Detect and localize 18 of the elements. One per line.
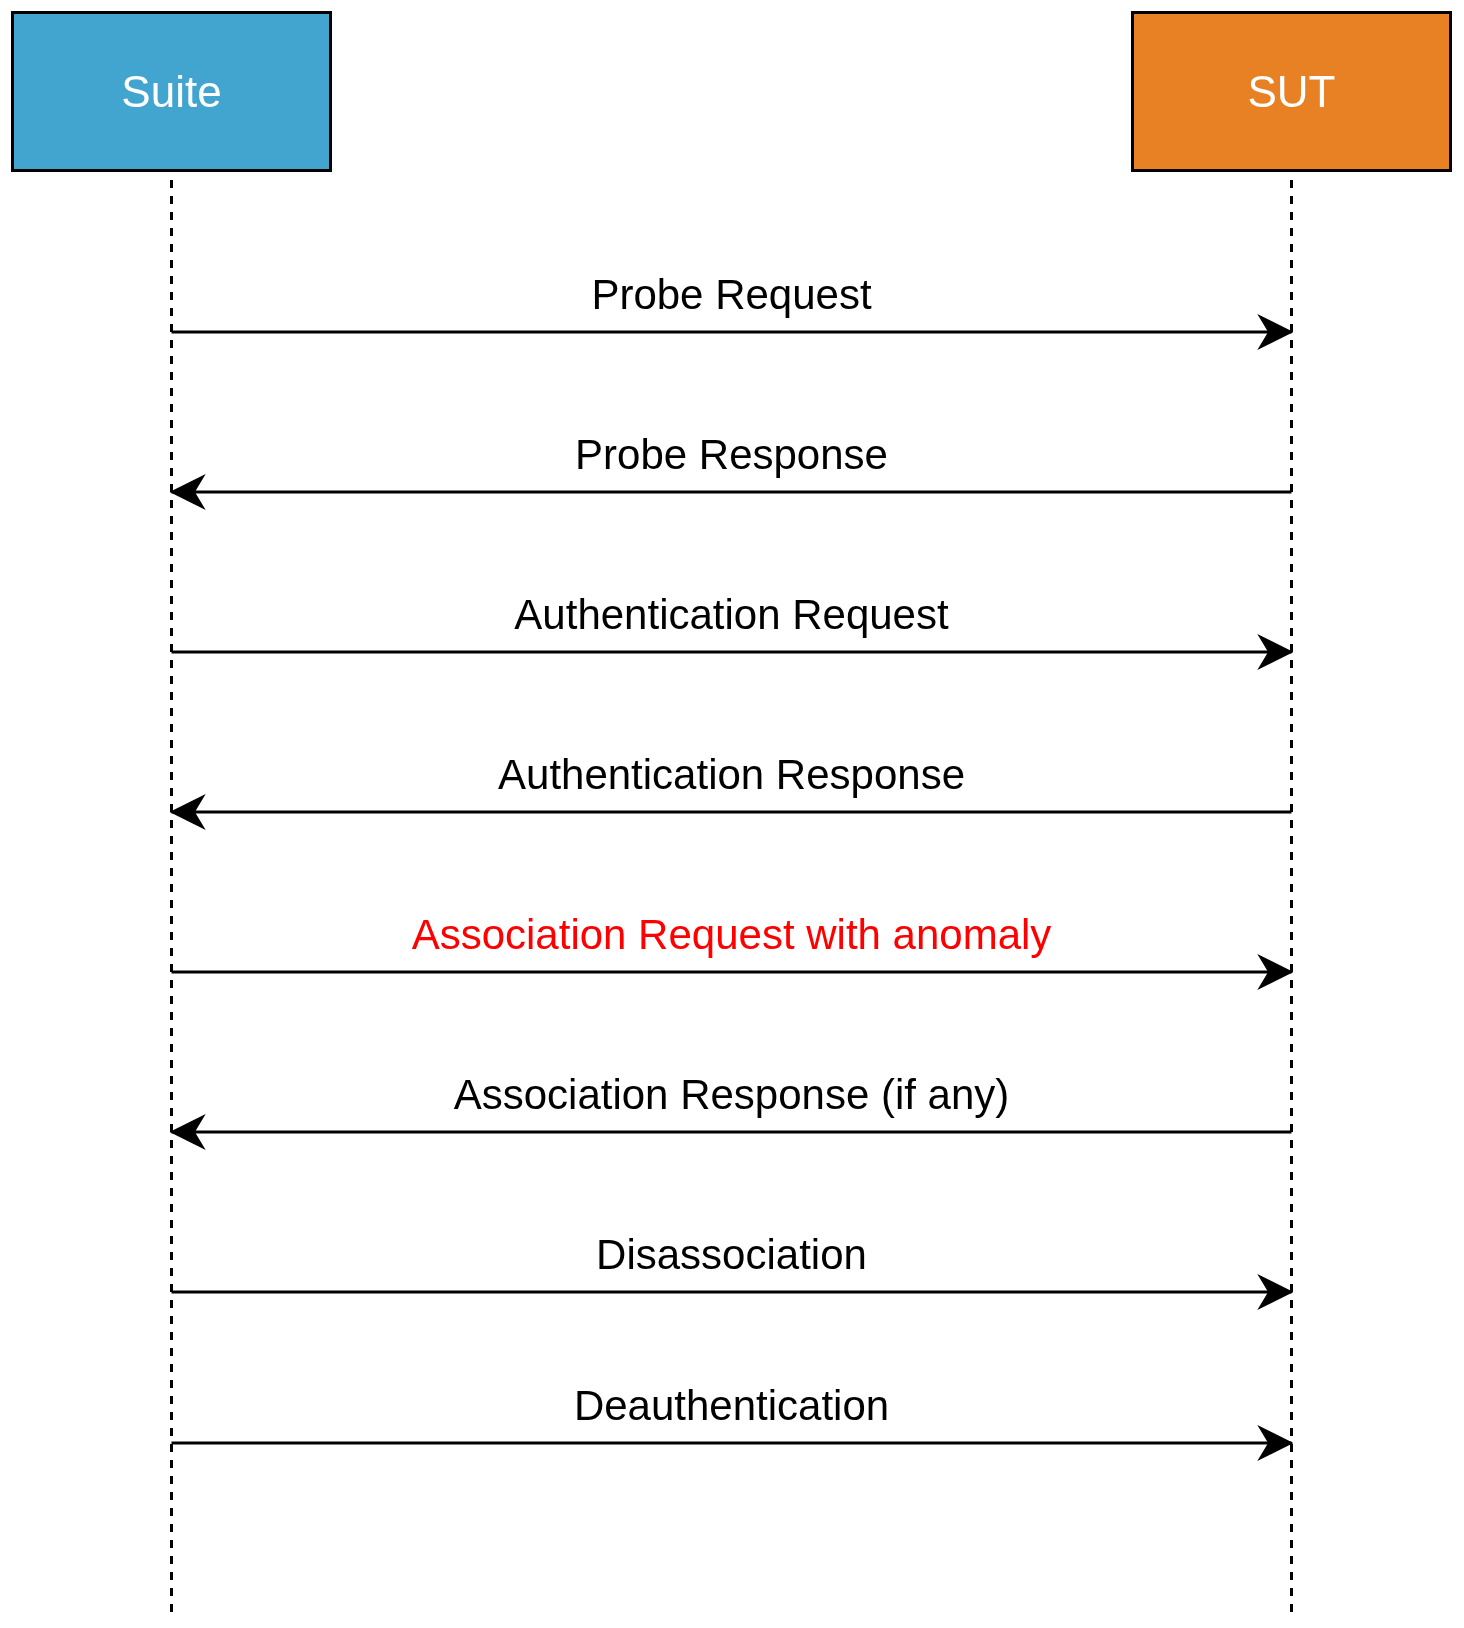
message-label: Authentication Response [498,754,965,796]
message-arrow [171,1425,1294,1461]
message-label: Association Response (if any) [453,1074,1010,1116]
message-arrow [171,314,1294,350]
participant-name: SUT [1247,66,1336,117]
message-label: Deauthentication [573,1385,890,1427]
message-label: Probe Response [575,434,888,476]
message-arrow [169,794,1292,830]
message-label: Authentication Request [514,594,949,636]
message-label: Association Request with anomaly [411,914,1052,956]
message-arrow [171,634,1294,670]
message-arrow [169,474,1292,510]
message-label: Probe Request [591,274,872,316]
message-label: Disassociation [596,1234,867,1276]
participant-name: Suite [121,66,222,117]
message-arrow [169,1114,1292,1150]
message-arrow [171,954,1294,990]
message-arrow [171,1274,1294,1310]
